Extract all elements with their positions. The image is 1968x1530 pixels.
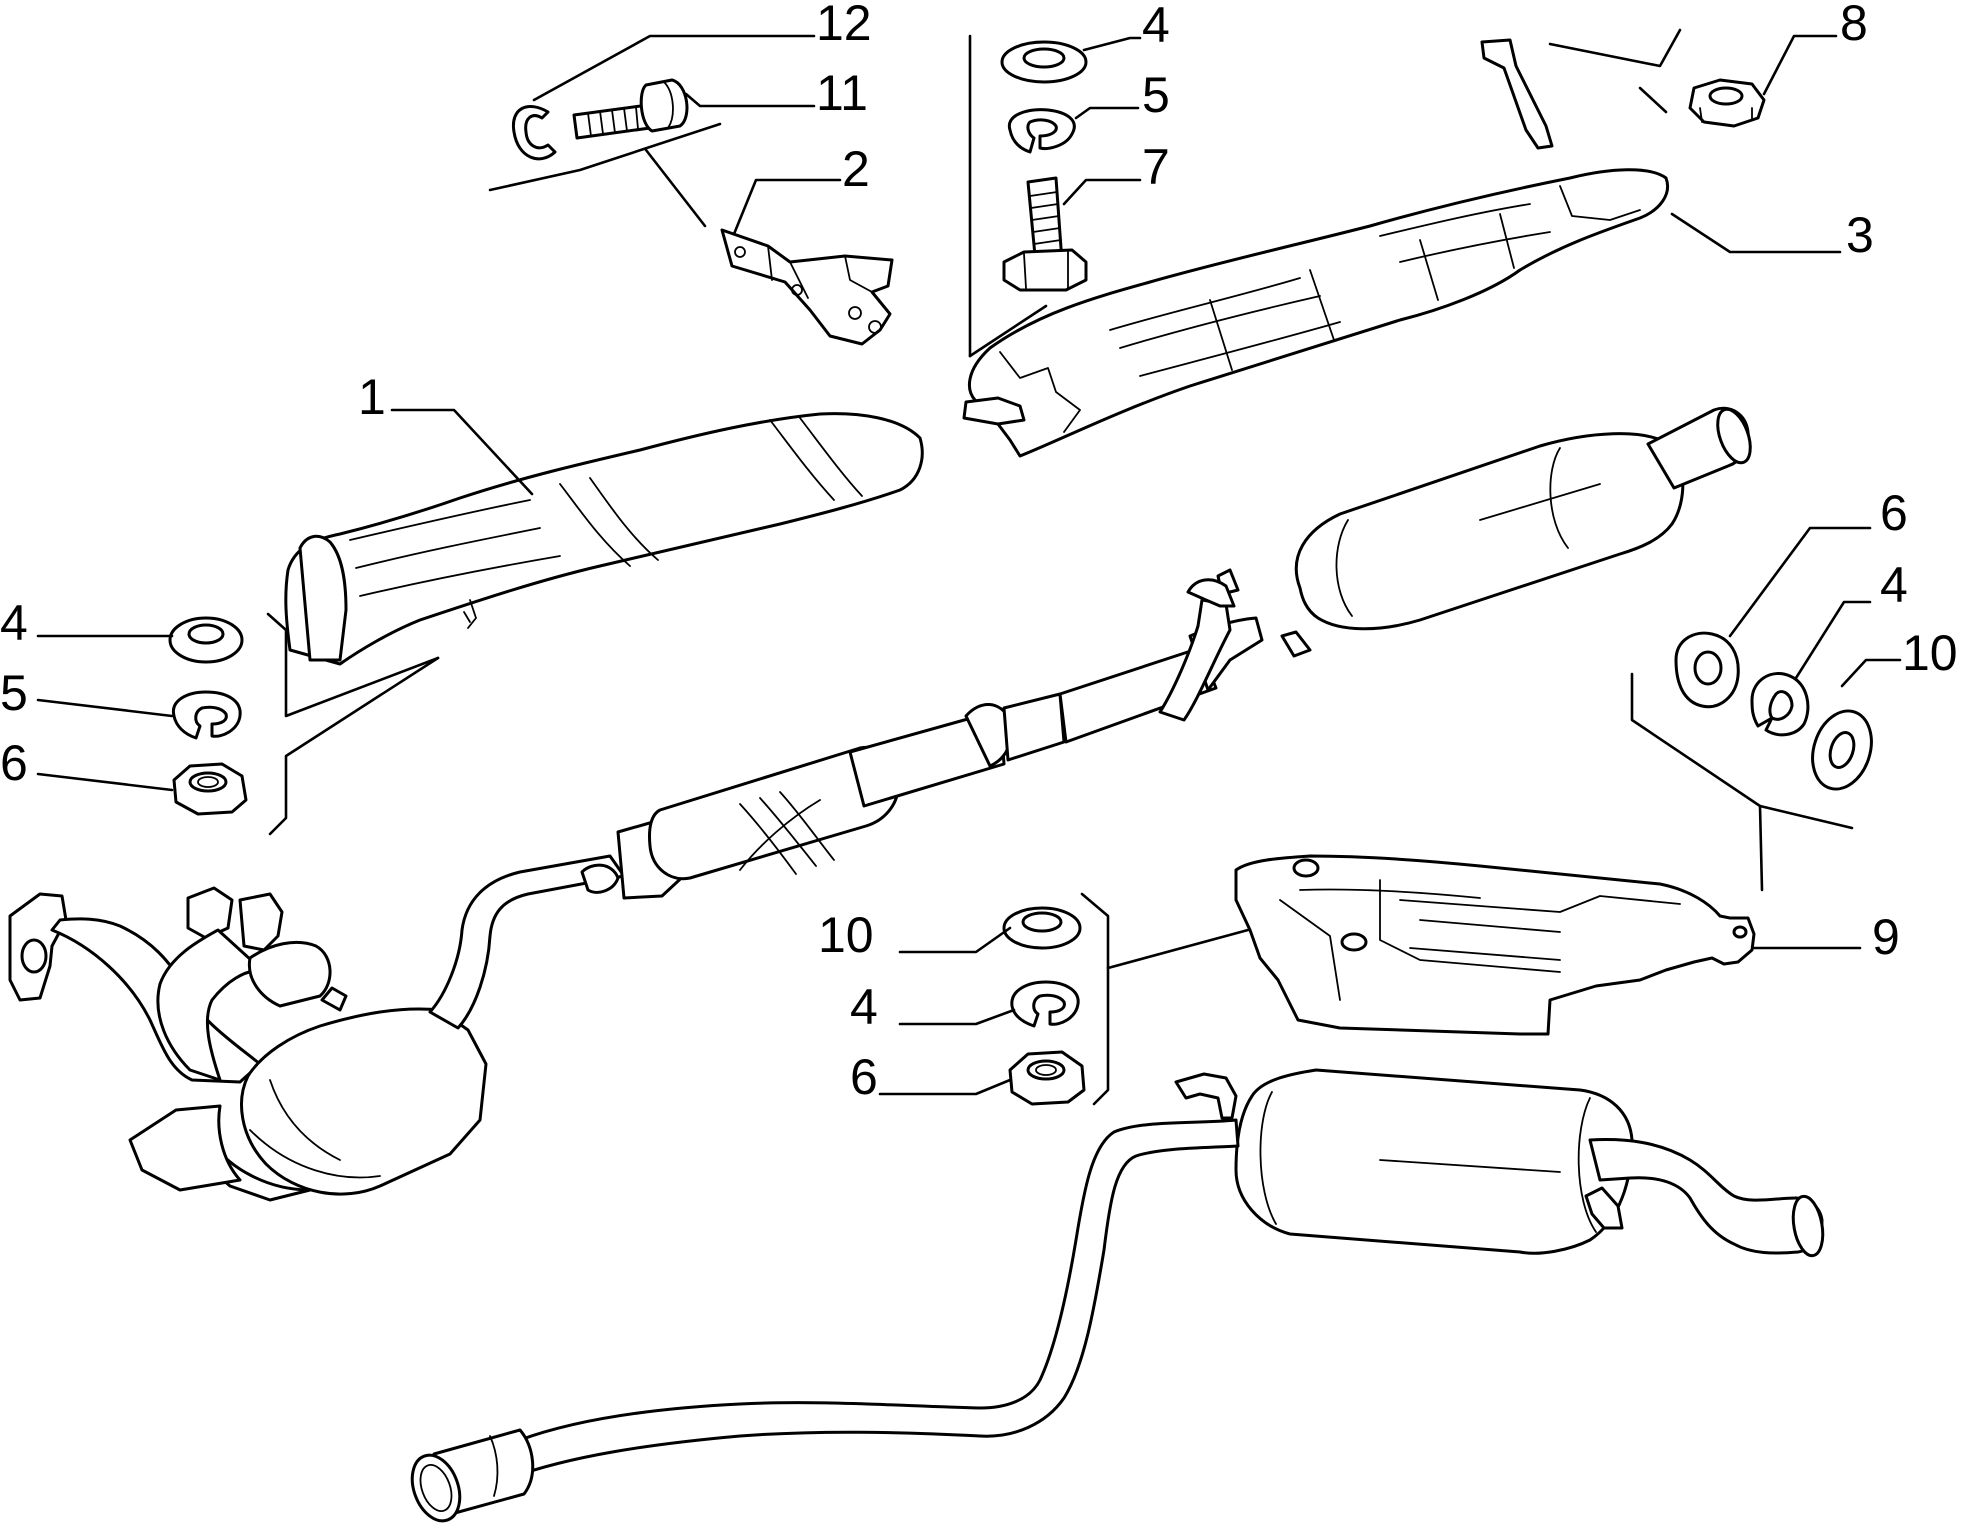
spring-washer-4-mid <box>1010 980 1080 1028</box>
label-part-11-top: 11 <box>816 65 868 121</box>
washer-12 <box>511 105 557 161</box>
label-part-10-mid: 10 <box>818 907 874 963</box>
flange-nut-8 <box>1688 78 1766 128</box>
tail-pipe <box>410 1118 1240 1523</box>
rear-pipe <box>1158 578 1236 722</box>
exhaust-manifold <box>8 886 488 1202</box>
label-part-12-top: 12 <box>816 0 872 51</box>
label-part-6-right: 6 <box>1880 485 1908 541</box>
label-part-4-right: 4 <box>1880 557 1908 613</box>
label-part-10-right: 10 <box>1902 625 1958 681</box>
bracket-2 <box>720 228 894 346</box>
callout-bracket-lines <box>266 28 1854 1106</box>
spring-washer-4-right <box>1750 672 1810 737</box>
nut-6-mid <box>1008 1050 1086 1106</box>
label-part-4-top: 4 <box>1142 0 1170 53</box>
washer-10-mid <box>1002 906 1082 950</box>
label-part-5-top: 5 <box>1142 67 1170 123</box>
label-part-1: 1 <box>358 369 386 425</box>
nut-6-right <box>1674 631 1740 709</box>
heat-shield-1 <box>284 412 924 666</box>
bolt-7 <box>1002 176 1088 292</box>
spring-washer-5-left <box>171 690 242 740</box>
heat-shield-9 <box>1234 854 1756 1036</box>
label-part-4-mid: 4 <box>850 979 878 1035</box>
washer-4-top <box>1000 40 1088 84</box>
front-pipe <box>428 616 1264 1030</box>
label-part-6-left: 6 <box>0 735 28 791</box>
callout-leader-lines <box>36 34 1902 1096</box>
washer-4-left <box>168 616 244 664</box>
label-part-8-top: 8 <box>1840 0 1868 51</box>
label-part-6-mid: 6 <box>850 1049 878 1105</box>
center-muffler <box>1216 406 1752 658</box>
label-part-5-left: 5 <box>0 665 28 721</box>
label-part-4-left: 4 <box>0 595 28 651</box>
label-part-7-top: 7 <box>1142 139 1170 195</box>
part-number-labels: 12 11 2 4 5 7 8 3 1 4 5 6 6 4 10 9 10 4 … <box>0 0 1958 1105</box>
label-part-9: 9 <box>1872 909 1900 965</box>
spring-washer-5-top <box>1007 108 1076 154</box>
rear-muffler <box>1174 1068 1825 1258</box>
washer-10-right <box>1811 709 1873 791</box>
label-part-3: 3 <box>1846 207 1874 263</box>
nut-6-left <box>172 762 248 816</box>
label-part-2: 2 <box>842 141 870 197</box>
bolt-11 <box>572 78 689 140</box>
heat-shield-3 <box>962 38 1669 458</box>
